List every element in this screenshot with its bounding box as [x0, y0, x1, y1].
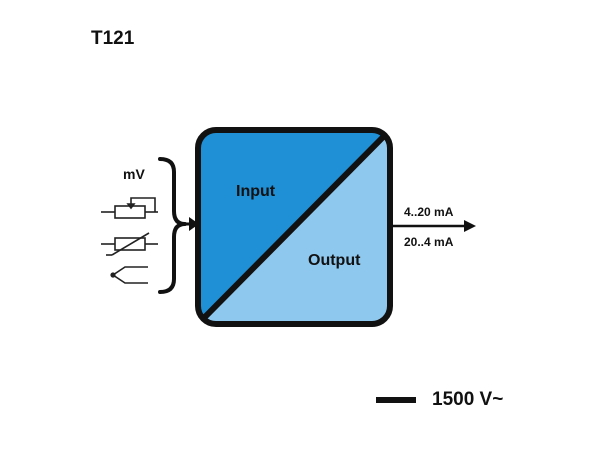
model-title: T121	[91, 28, 135, 49]
output-range-1: 4..20 mA	[404, 205, 454, 219]
rtd-icon	[101, 232, 158, 256]
thermocouple-icon	[110, 266, 148, 284]
input-brace	[158, 157, 187, 294]
output-label: Output	[308, 252, 361, 269]
block-divider	[198, 130, 390, 324]
isolation-bar-icon	[376, 397, 416, 403]
output-range-2: 20..4 mA	[404, 235, 454, 249]
mv-input-label: mV	[123, 166, 145, 182]
input-label: Input	[236, 183, 276, 200]
potentiometer-icon	[101, 197, 158, 219]
input-arrow	[182, 217, 199, 231]
transmitter-block	[195, 127, 393, 327]
isolation-label: 1500 V~	[432, 389, 503, 410]
block-border	[195, 127, 393, 327]
output-arrow	[392, 220, 476, 232]
